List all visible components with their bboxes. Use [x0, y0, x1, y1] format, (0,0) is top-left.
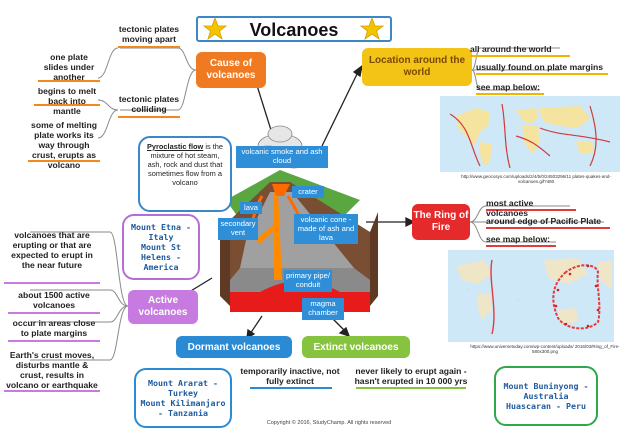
connector-active-2: [30, 289, 129, 307]
cause-branch-apart: tectonic plates moving apart: [118, 24, 180, 48]
location-map-credit: http://www.geocosys.com/uploads/2/4/5/0/…: [461, 174, 611, 184]
dormant-examples: Mount Ararat - Turkey Mount Kilimanjaro …: [134, 368, 232, 428]
active-examples: Mount Etna - Italy Mount St Helens - Ame…: [122, 214, 200, 280]
location-item-1: all around the world: [470, 44, 570, 57]
page-title: Volcanoes: [249, 20, 339, 40]
location-box: Location around the world: [362, 48, 472, 86]
active-volcanoes-box: Active volcanoes: [128, 290, 198, 324]
active-item-2: about 1500 active volcanoes: [8, 290, 100, 314]
extinct-volcanoes-box: Extinct volcanoes: [302, 336, 410, 358]
label-primary-pipe: primary pipe/ conduit: [284, 270, 332, 292]
active-item-4: Earth's crust moves, disturbs mantle & c…: [4, 350, 100, 392]
ring-item-2: around edge of Pacific Plate: [486, 216, 610, 229]
connector-apart-slides: [97, 47, 119, 79]
dormant-volcanoes-box: Dormant volcanoes: [176, 336, 292, 358]
cause-branch-slides: one plate slides under another: [38, 52, 100, 82]
cause-branch-colliding: tectonic plates colliding: [118, 94, 180, 118]
connector-active-4: [30, 305, 129, 361]
connector-active-3: [30, 305, 129, 323]
connector-colliding-erupts: [97, 109, 119, 139]
ring-item-1: most active volcanoes: [486, 198, 576, 218]
star-right-icon: [359, 16, 385, 41]
label-crater: crater: [292, 186, 324, 198]
dormant-description: temporarily inactive, not fully extinct: [240, 366, 340, 386]
label-magma-chamber: magma chamber: [302, 298, 344, 320]
active-item-3: occur in areas close to plate margins: [8, 318, 100, 342]
connector-ring-3: [469, 221, 556, 243]
connector-location-3: [471, 69, 540, 91]
copyright: Copyright © 2016, StudyChamp. All rights…: [266, 420, 392, 426]
extinct-description: never likely to erupt again - hasn't eru…: [354, 366, 468, 386]
title-box: [196, 16, 392, 42]
ring-of-fire-map: [448, 250, 614, 342]
ring-of-fire-box: The Ring of Fire: [412, 204, 470, 240]
connector-colliding-melt: [97, 99, 119, 111]
cause-branch-erupts: some of melting plate works its way thro…: [28, 120, 100, 170]
pyroclastic-text: is the mixture of hot steam, ash, rock a…: [147, 142, 223, 187]
location-item-3: see map below:: [476, 82, 544, 95]
ring-item-3: see map below:: [486, 234, 556, 247]
label-volcanic-cone: volcanic cone - made of ash and lava: [294, 214, 358, 244]
dormant-underline: [250, 387, 332, 389]
plate-margins-map: [440, 96, 620, 172]
location-item-2: usually found on plate margins: [476, 62, 608, 75]
label-smoke-cloud: volcanic smoke and ash cloud: [236, 146, 328, 168]
star-left-icon: [202, 16, 228, 41]
pyroclastic-flow-bubble: Pyroclastic flow is the mixture of hot s…: [138, 136, 232, 212]
extinct-examples: Mount Buninyong - Australia Huascaran - …: [494, 366, 598, 426]
active-item-1: volcanoes that are erupting or that are …: [4, 230, 100, 284]
cause-box: Cause of volcanoes: [196, 52, 266, 88]
connector-ring-1: [469, 205, 570, 223]
connector-active-1: [30, 231, 129, 307]
connector-cause-apart: [120, 47, 197, 71]
label-secondary-vent: secondary vent: [218, 218, 258, 240]
pyroclastic-heading: Pyroclastic flow: [147, 142, 204, 151]
ring-map-credit: https://www.universetoday.com/wp-content…: [470, 344, 620, 354]
connector-cause-colliding: [120, 69, 197, 111]
extinct-underline: [356, 387, 466, 389]
cause-branch-melt: begins to melt back into mantle: [34, 86, 100, 116]
label-lava: lava: [240, 202, 262, 214]
